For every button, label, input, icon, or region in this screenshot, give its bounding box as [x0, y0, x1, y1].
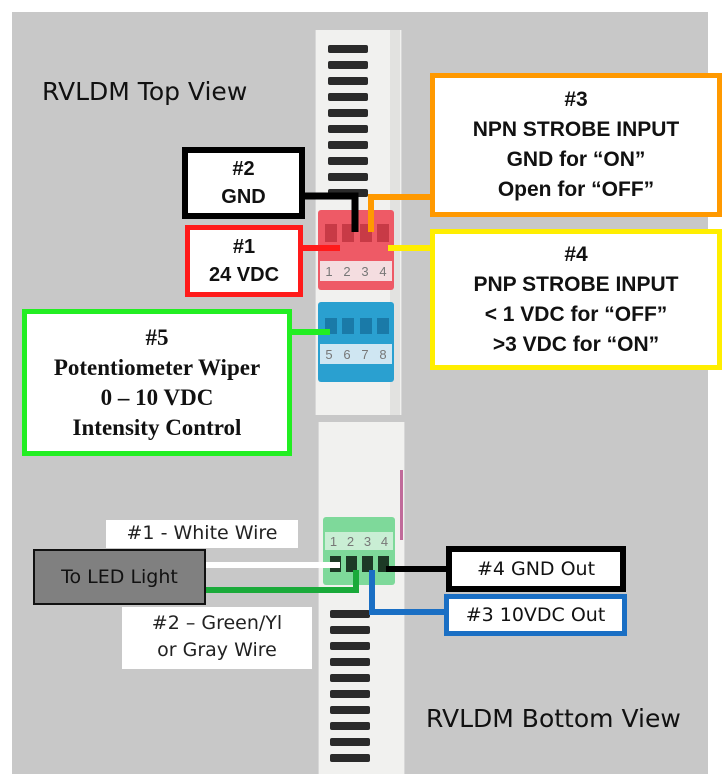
callout-number: #5 — [145, 324, 169, 350]
10vdc-out-wire — [369, 570, 446, 615]
to-led-light-box: To LED Light — [33, 549, 206, 605]
gnd-wire — [303, 192, 359, 232]
gnd-out-box: #4 GND Out — [446, 546, 626, 592]
green-wire-label-line1: #2 – Green/Yl — [151, 612, 283, 634]
callout-number: #3 — [564, 88, 588, 111]
vent-slot — [328, 45, 368, 53]
red-pin-number: 3 — [361, 263, 369, 279]
red-pin-number: 2 — [343, 263, 351, 279]
red-terminal-label-strip — [320, 261, 392, 281]
green-pin-number: 2 — [346, 533, 355, 549]
vent-slot — [330, 626, 370, 634]
vent-slot — [328, 61, 368, 69]
callout-text: GND — [221, 186, 266, 208]
callout-text: PNP STROBE INPUT — [473, 272, 679, 296]
vent-slot — [330, 706, 370, 714]
callout-text: Intensity Control — [72, 414, 242, 440]
vent-slot — [330, 642, 370, 650]
callout-text: < 1 VDC for “OFF” — [484, 302, 668, 326]
10vdc-out-box: #3 10VDC Out — [444, 594, 627, 636]
blue-pin-number: 8 — [379, 346, 387, 362]
vent-slot — [328, 93, 368, 101]
callout-pin2-gnd: #2 GND — [182, 147, 305, 219]
blue-pin-number: 6 — [343, 346, 351, 362]
red-pin-number: 4 — [379, 263, 387, 279]
10vdc-out-label: #3 10VDC Out — [465, 604, 606, 626]
white-wire-label: #1 - White Wire — [106, 520, 298, 548]
vent-slot — [330, 754, 370, 762]
blue-pin-number: 5 — [325, 346, 333, 362]
vent-slot — [330, 610, 370, 618]
green-pin-number: 3 — [363, 533, 372, 549]
green-wire-label: #2 – Green/Yl or Gray Wire — [122, 607, 312, 669]
vent-slot — [328, 109, 368, 117]
release-tab — [342, 318, 355, 334]
blue-terminal-block — [318, 302, 394, 382]
callout-text: Potentiometer Wiper — [53, 354, 261, 380]
release-tab — [359, 318, 372, 334]
callout-text: 0 – 10 VDC — [100, 384, 214, 410]
vent-slot — [330, 690, 370, 698]
callout-text: Open for “OFF” — [497, 178, 655, 201]
vent-slot — [328, 77, 368, 85]
vent-slot — [328, 125, 368, 133]
top-view-title: RVLDM Top View — [42, 77, 248, 106]
red-pin-numbers: 1 2 3 4 — [320, 261, 392, 281]
red-pin-number: 1 — [325, 263, 333, 279]
callout-pin3-npn-strobe: #3 NPN STROBE INPUT GND for “ON” Open fo… — [430, 73, 722, 217]
release-tab — [324, 224, 337, 242]
green-yellow-wire — [205, 570, 359, 593]
callout-number: #1 — [232, 236, 256, 258]
vent-slot — [330, 738, 370, 746]
npn-wire — [368, 194, 432, 232]
vent-slot — [328, 157, 368, 165]
green-wire-label-line2: or Gray Wire — [157, 639, 277, 661]
callout-number: #4 — [564, 242, 588, 266]
blue-pin-numbers: 5 6 7 8 — [320, 344, 392, 364]
bottom-module-pink-edge — [400, 470, 403, 540]
vent-slot — [328, 141, 368, 149]
vent-slot — [330, 658, 370, 666]
green-pin-numbers: 1 2 3 4 — [325, 532, 393, 550]
callout-pin4-pnp-strobe: #4 PNP STROBE INPUT < 1 VDC for “OFF” >3… — [430, 229, 722, 370]
gnd-out-label: #4 GND Out — [476, 558, 596, 580]
green-terminal-label-strip — [325, 532, 393, 550]
wire-hole — [361, 556, 373, 572]
callout-text: NPN STROBE INPUT — [472, 118, 680, 141]
green-pin-number: 4 — [380, 533, 389, 549]
green-pin-number: 1 — [329, 533, 338, 549]
blue-pin-number: 7 — [361, 346, 369, 362]
release-tab — [342, 224, 355, 242]
callout-text: >3 VDC for “ON” — [492, 332, 660, 356]
release-tab — [377, 318, 390, 334]
top-module-side-rail — [390, 30, 400, 415]
blue-terminal-label-strip — [320, 344, 392, 364]
wire-hole — [377, 556, 389, 572]
callout-text: GND for “ON” — [506, 148, 646, 171]
release-tab — [377, 224, 390, 242]
to-led-light-label: To LED Light — [61, 566, 178, 588]
bottom-module-housing — [318, 422, 405, 774]
callout-pin1-24vdc: #1 24 VDC — [185, 225, 303, 297]
vent-slot — [330, 722, 370, 730]
callout-number: #2 — [232, 158, 255, 180]
vent-slot — [330, 674, 370, 682]
callout-pin5-potentiometer: #5 Potentiometer Wiper 0 – 10 VDC Intens… — [22, 309, 292, 456]
callout-text: 24 VDC — [208, 264, 280, 286]
wire-hole — [345, 556, 357, 572]
vent-slot — [328, 173, 368, 181]
bottom-view-title: RVLDM Bottom View — [426, 704, 681, 733]
